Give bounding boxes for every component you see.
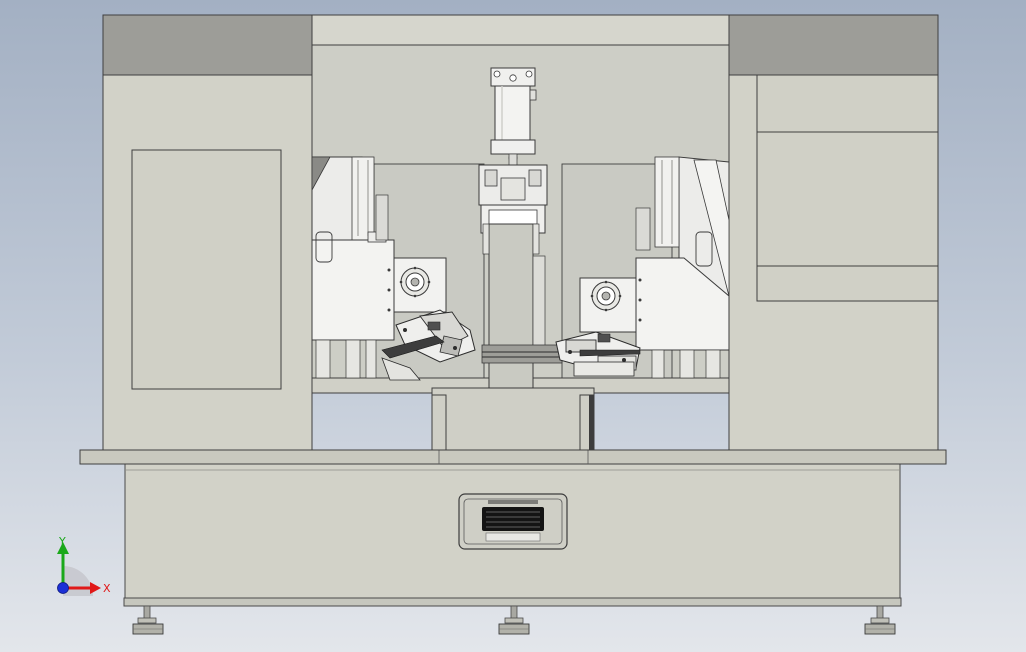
axis-y-label: Y bbox=[58, 535, 66, 548]
left-gripper-arm bbox=[381, 309, 476, 381]
vent-icon bbox=[458, 493, 568, 550]
center-pedestal bbox=[431, 387, 595, 451]
left-spindle-icon bbox=[393, 257, 447, 313]
base-cabinet bbox=[123, 463, 902, 607]
right-gripper-arm bbox=[555, 331, 641, 377]
pneumatic-cylinder-icon bbox=[490, 67, 537, 167]
right-spindle-icon bbox=[579, 277, 637, 333]
left-feed-unit bbox=[311, 156, 395, 379]
worktable-plate bbox=[79, 449, 947, 465]
press-head bbox=[478, 164, 563, 389]
axis-triad bbox=[57, 542, 101, 596]
leveling-foot-icon bbox=[132, 605, 896, 635]
right-feed-unit bbox=[635, 156, 730, 379]
axis-x-label: X bbox=[103, 582, 111, 595]
